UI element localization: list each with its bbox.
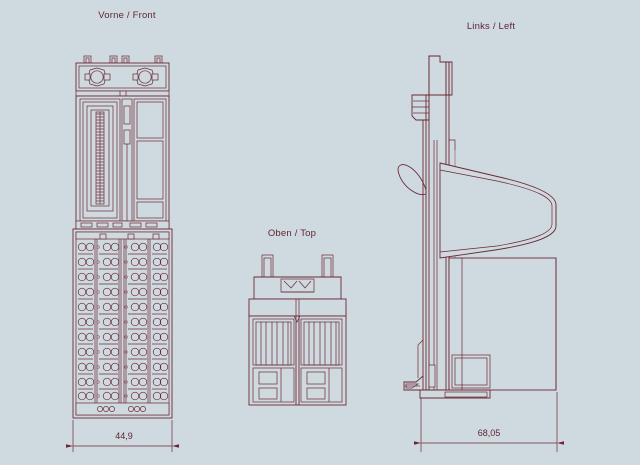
front-view-geometry [66,55,179,452]
front-terminal-block [72,228,173,419]
front-bottom-screw-row [97,406,146,412]
top-view-geometry [248,254,347,406]
front-view-title: Vorne / Front [98,10,156,21]
top-left-fins [260,322,289,365]
left-view-title: Links / Left [466,21,516,32]
front-screw-grid [77,242,169,401]
front-terminal-screw-left [84,67,111,87]
left-view-geometry [397,55,564,452]
left-dimension-line [414,392,564,452]
left-dimension-value: 68,05 [477,428,501,438]
top-right-fins [308,322,337,365]
front-lower-notches [80,222,158,228]
front-dimension-value: 44,9 [115,431,133,441]
front-row-rails [78,253,167,390]
front-pin-strip [95,111,105,205]
top-view-title: Oben / Top [267,228,317,239]
front-top-tabs [83,55,163,64]
front-terminal-screw-right [132,67,159,87]
front-dimension-line [66,420,179,452]
